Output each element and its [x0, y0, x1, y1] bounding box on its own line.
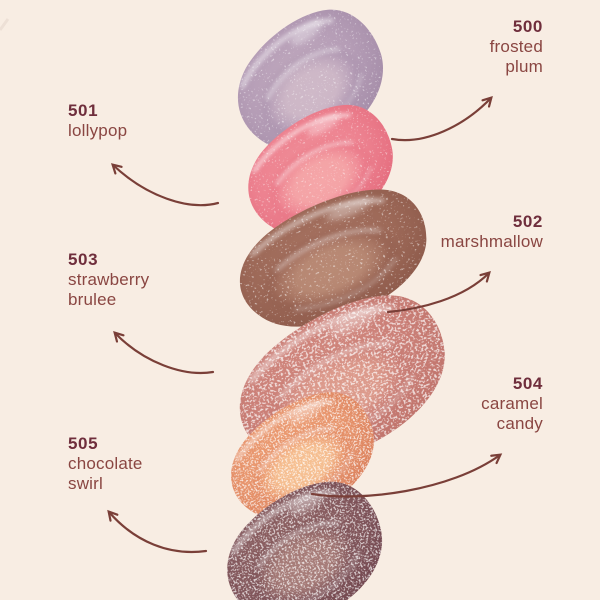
shade-number: 501 — [68, 101, 99, 120]
arrow-to-frosted-plum-label — [390, 96, 493, 142]
shade-name: chocolate swirl — [68, 454, 143, 493]
shade-name: frosted plum — [489, 37, 543, 76]
shade-label-505: 505 chocolate swirl — [68, 434, 143, 494]
swatch-marshmallow — [221, 169, 447, 350]
shade-label-502: 502 marshmallow — [441, 212, 543, 252]
shade-number: 503 — [68, 250, 99, 269]
shade-number: 505 — [68, 434, 99, 453]
arrow-to-caramel-candy-label — [310, 453, 503, 498]
arrow-to-strawberry-brulee-label — [113, 331, 215, 374]
shade-name: caramel candy — [481, 394, 543, 433]
shade-number: 500 — [512, 17, 543, 36]
arrow-to-lollypop-label — [110, 163, 220, 207]
shade-number: 502 — [512, 212, 543, 231]
shade-name: lollypop — [68, 121, 128, 140]
shade-name: marshmallow — [440, 232, 543, 251]
edge-artifact — [0, 18, 10, 31]
shade-name: strawberry brulee — [68, 270, 150, 309]
shade-label-503: 503 strawberry brulee — [68, 250, 149, 310]
shade-label-500: 500 frosted plum — [490, 17, 543, 77]
swatch-chocolate-swirl — [203, 460, 407, 600]
arrow-to-marshmallow-label — [386, 271, 491, 314]
shade-label-504: 504 caramel candy — [481, 374, 543, 434]
arrow-to-chocolate-swirl-label — [107, 509, 208, 553]
shade-label-501: 501 lollypop — [68, 101, 127, 141]
shade-number: 504 — [512, 374, 543, 393]
